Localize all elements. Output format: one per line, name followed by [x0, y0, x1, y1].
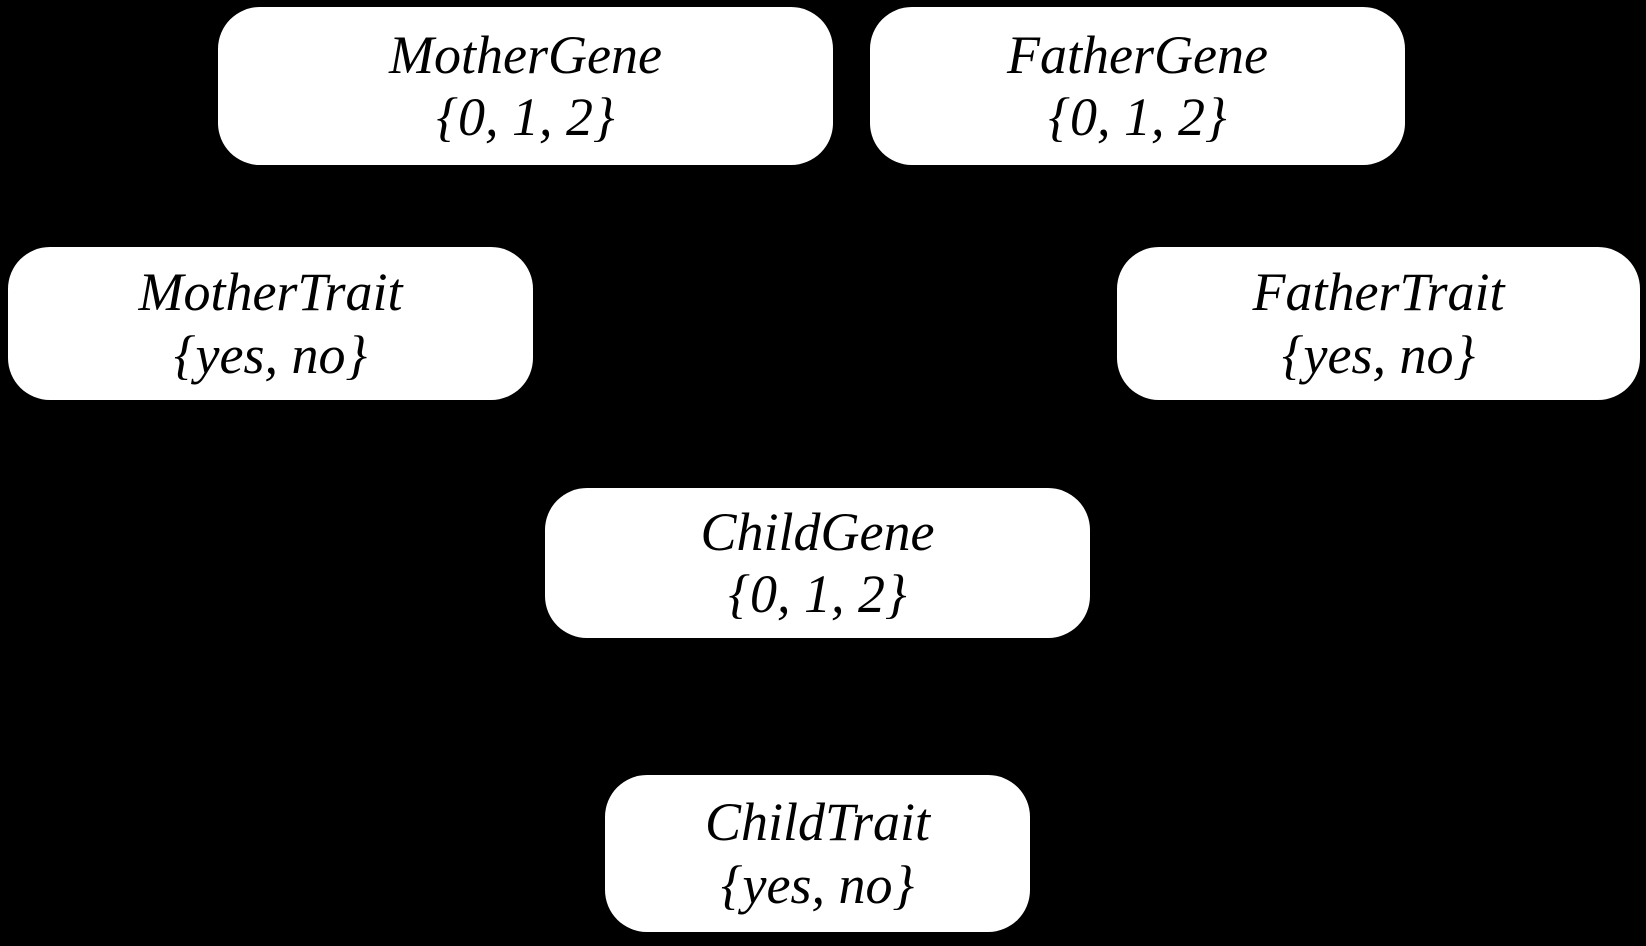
- node-mother-gene-label: MotherGene: [389, 24, 662, 85]
- node-father-trait[interactable]: FatherTrait {yes, no}: [1117, 247, 1640, 400]
- node-mother-trait-domain: {yes, no}: [173, 324, 368, 385]
- node-mother-gene-domain: {0, 1, 2}: [436, 87, 615, 147]
- node-father-gene-label: FatherGene: [1007, 24, 1268, 85]
- node-child-trait[interactable]: ChildTrait {yes, no}: [605, 775, 1030, 932]
- node-father-gene[interactable]: FatherGene {0, 1, 2}: [870, 7, 1405, 165]
- node-child-trait-domain: {yes, no}: [720, 854, 915, 915]
- node-child-gene-label: ChildGene: [700, 501, 935, 562]
- node-mother-trait[interactable]: MotherTrait {yes, no}: [8, 247, 533, 400]
- node-mother-gene[interactable]: MotherGene {0, 1, 2}: [218, 7, 833, 165]
- node-mother-trait-label: MotherTrait: [138, 262, 403, 323]
- node-father-trait-label: FatherTrait: [1252, 262, 1505, 323]
- node-father-gene-domain: {0, 1, 2}: [1048, 87, 1227, 147]
- node-child-gene-domain: {0, 1, 2}: [728, 564, 907, 624]
- node-child-gene[interactable]: ChildGene {0, 1, 2}: [545, 488, 1090, 638]
- node-father-trait-domain: {yes, no}: [1281, 324, 1476, 385]
- node-child-trait-label: ChildTrait: [704, 792, 931, 853]
